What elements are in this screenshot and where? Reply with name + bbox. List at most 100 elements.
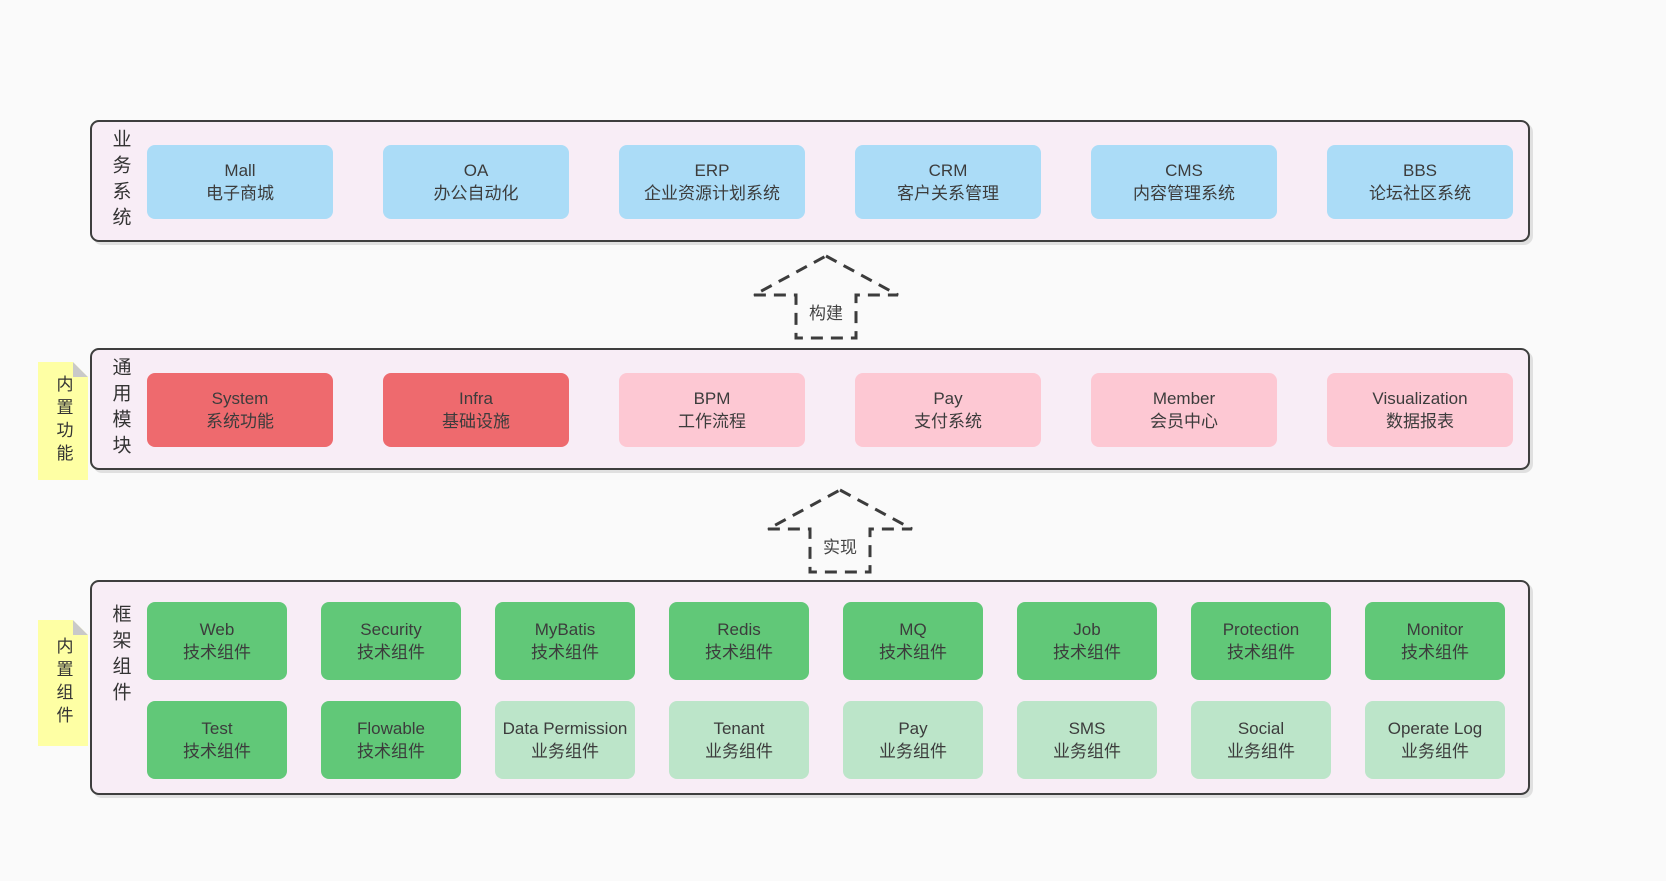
box-title: Redis (717, 620, 761, 639)
box-subtitle: 办公自动化 (433, 184, 519, 203)
component-box-crm: CRM 客户关系管理 (855, 145, 1041, 219)
component-box-visualization: Visualization 数据报表 (1327, 373, 1513, 447)
box-title: Flowable (356, 719, 426, 738)
sticky-note-builtin-functions: 内置功能 (38, 362, 88, 480)
sticky-note-text: 内置组件 (53, 637, 73, 729)
component-box-test: Test 技术组件 (147, 701, 287, 779)
box-title: Pay (898, 719, 928, 738)
box-title: Pay (933, 389, 963, 408)
box-title: Test (201, 719, 233, 738)
component-box-security: Security 技术组件 (321, 602, 461, 680)
component-box-data-permission: Data Permission 业务组件 (495, 701, 635, 779)
component-box-tenant: Tenant 业务组件 (669, 701, 809, 779)
box-subtitle: 企业资源计划系统 (644, 184, 780, 203)
box-title: BPM (693, 389, 731, 408)
sticky-note-builtin-components: 内置组件 (38, 620, 88, 746)
box-subtitle: 业务组件 (879, 742, 947, 761)
box-title: MQ (899, 620, 927, 639)
box-subtitle: 技术组件 (1053, 643, 1121, 662)
box-title: Data Permission (502, 719, 628, 738)
component-box-pay: Pay 支付系统 (855, 373, 1041, 447)
component-box-flowable: Flowable 技术组件 (321, 701, 461, 779)
component-box-bpm: BPM 工作流程 (619, 373, 805, 447)
box-title: Visualization (1372, 389, 1468, 408)
section-label-modules: 通用模块 (94, 350, 146, 468)
box-title: Member (1152, 389, 1216, 408)
section-label-framework: 框架组件 (94, 582, 146, 793)
box-title: Job (1073, 620, 1101, 639)
section-label-text: 通用模块 (109, 357, 131, 461)
box-subtitle: 数据报表 (1386, 412, 1454, 431)
box-title: Social (1237, 719, 1285, 738)
box-subtitle: 技术组件 (531, 643, 599, 662)
component-box-oa: OA 办公自动化 (383, 145, 569, 219)
box-subtitle: 支付系统 (914, 412, 982, 431)
box-subtitle: 技术组件 (183, 742, 251, 761)
box-subtitle: 业务组件 (531, 742, 599, 761)
section-label-business: 业务系统 (94, 122, 146, 240)
section-common-modules: 通用模块 System 系统功能 Infra 基础设施 BPM 工作流程 Pay 支付系统 Me… (90, 348, 1530, 470)
box-title: Monitor (1406, 620, 1464, 639)
box-subtitle: 论坛社区系统 (1369, 184, 1471, 203)
component-box-operate-log: Operate Log 业务组件 (1365, 701, 1505, 779)
box-subtitle: 业务组件 (1401, 742, 1469, 761)
box-subtitle: 技术组件 (183, 643, 251, 662)
component-box-social: Social 业务组件 (1191, 701, 1331, 779)
component-box-mybatis: MyBatis 技术组件 (495, 602, 635, 680)
sticky-note-text: 内置功能 (53, 375, 73, 467)
box-title: System (211, 389, 269, 408)
box-subtitle: 技术组件 (1401, 643, 1469, 662)
component-box-pay: Pay 业务组件 (843, 701, 983, 779)
box-subtitle: 技术组件 (705, 643, 773, 662)
box-title: Infra (458, 389, 494, 408)
component-box-redis: Redis 技术组件 (669, 602, 809, 680)
box-title: ERP (694, 161, 730, 180)
box-title: Protection (1222, 620, 1300, 639)
box-title: Security (360, 620, 422, 639)
box-subtitle: 基础设施 (442, 412, 510, 431)
box-title: Tenant (713, 719, 765, 738)
section-label-text: 框架组件 (109, 604, 131, 708)
box-subtitle: 系统功能 (206, 412, 274, 431)
component-box-system: System 系统功能 (147, 373, 333, 447)
box-title: OA (463, 161, 489, 180)
box-subtitle: 业务组件 (705, 742, 773, 761)
build-arrow: 构建 (751, 253, 901, 341)
box-subtitle: 技术组件 (357, 643, 425, 662)
implement-arrow: 实现 (765, 487, 915, 575)
component-box-mq: MQ 技术组件 (843, 602, 983, 680)
box-title: BBS (1402, 161, 1438, 180)
box-title: Operate Log (1387, 719, 1483, 738)
box-subtitle: 业务组件 (1227, 742, 1295, 761)
box-subtitle: 内容管理系统 (1133, 184, 1235, 203)
box-subtitle: 工作流程 (678, 412, 746, 431)
build-arrow-label: 构建 (809, 304, 843, 323)
box-subtitle: 技术组件 (357, 742, 425, 761)
box-subtitle: 技术组件 (879, 643, 947, 662)
box-subtitle: 电子商城 (206, 184, 274, 203)
box-title: CRM (928, 161, 968, 180)
component-box-monitor: Monitor 技术组件 (1365, 602, 1505, 680)
implement-arrow-label: 实现 (823, 538, 857, 557)
section-label-text: 业务系统 (109, 129, 131, 233)
up-arrow-icon (767, 488, 913, 574)
up-arrow-icon (753, 254, 899, 340)
box-title: MyBatis (534, 620, 596, 639)
box-subtitle: 客户关系管理 (897, 184, 999, 203)
component-box-erp: ERP 企业资源计划系统 (619, 145, 805, 219)
component-box-bbs: BBS 论坛社区系统 (1327, 145, 1513, 219)
component-box-job: Job 技术组件 (1017, 602, 1157, 680)
